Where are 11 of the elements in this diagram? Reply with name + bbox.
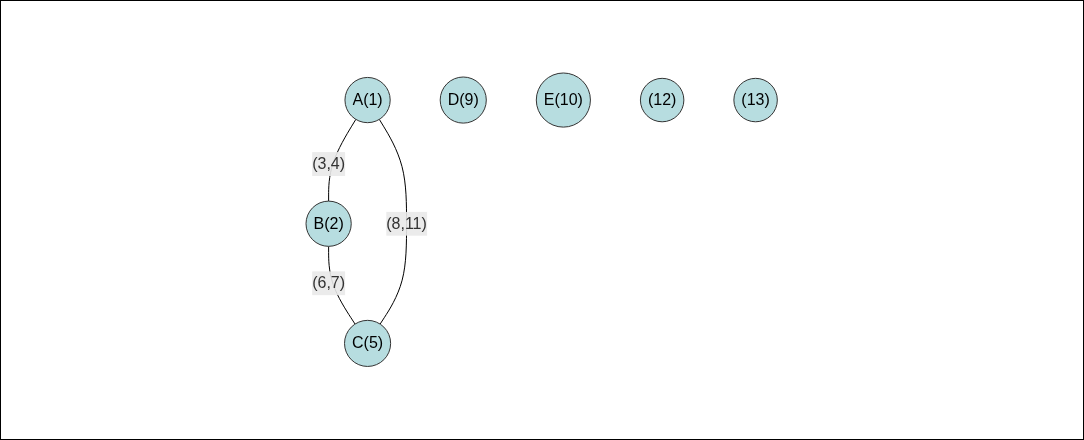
edge-label: (3,4)	[312, 155, 346, 173]
connector	[379, 119, 408, 325]
edge-label: (8,11)	[386, 215, 428, 232]
node-circle: D(9)	[440, 76, 488, 124]
node-circle: C(5)	[344, 320, 392, 368]
node-circle: E(10)	[536, 72, 592, 128]
node-circle: A(1)	[344, 77, 392, 124]
edge-label: (6,7)	[312, 274, 346, 292]
node-circle: (12)	[640, 78, 685, 123]
node-circle: (13)	[733, 78, 779, 123]
node-circle: B(2)	[305, 200, 353, 248]
